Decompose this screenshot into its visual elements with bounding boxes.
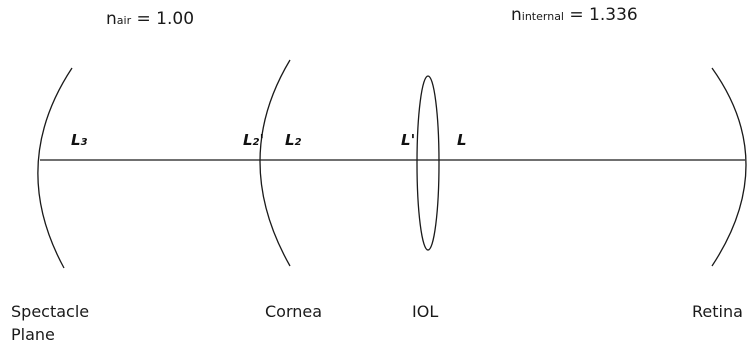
cornea-label: Cornea [265, 302, 323, 321]
index-internal-subscript: internal [521, 10, 564, 23]
index-air-value: = 1.00 [131, 9, 195, 29]
vergence-l2-label: L2 [285, 133, 302, 148]
index-internal-label: ninternal = 1.336 [511, 7, 638, 24]
index-air-subscript: air [116, 14, 132, 27]
vergence-l3-subscript: 3 [80, 137, 88, 148]
vergence-l-symbol: L [457, 131, 467, 149]
vergence-l-prime-mark: ' [410, 131, 416, 149]
vergence-l2-prime-subscript: 2 [252, 137, 260, 148]
retina-label: Retina [692, 302, 743, 321]
vergence-l3-symbol: L [71, 131, 81, 149]
index-internal-symbol: n [511, 5, 522, 25]
vergence-l-prime-label: L' [401, 133, 415, 148]
spectacle-plane-label-line2: Plane [11, 325, 55, 345]
vergence-l2-symbol: L [285, 131, 295, 149]
spectacle-plane-curve [37, 67, 73, 269]
vergence-l2-prime-label: L2' [243, 133, 264, 148]
vergence-l2-prime-mark: ' [259, 131, 265, 149]
vergence-l-label: L [457, 133, 467, 148]
index-air-label: nair = 1.00 [106, 11, 194, 28]
iol-label: IOL [412, 302, 439, 321]
index-internal-value: = 1.336 [564, 5, 638, 25]
iol-lens [416, 75, 440, 251]
vergence-l2-prime-symbol: L [243, 131, 253, 149]
spectacle-plane-label-line1: Spectacle [11, 302, 90, 321]
index-air-symbol: n [106, 9, 117, 29]
spectacle-plane-label: Spectacle Plane [11, 300, 89, 346]
cornea-curve [259, 59, 291, 267]
vergence-l3-label: L3 [71, 133, 88, 148]
retina-curve [711, 67, 747, 267]
vergence-l-prime-symbol: L [401, 131, 411, 149]
vergence-l2-subscript: 2 [294, 137, 302, 148]
